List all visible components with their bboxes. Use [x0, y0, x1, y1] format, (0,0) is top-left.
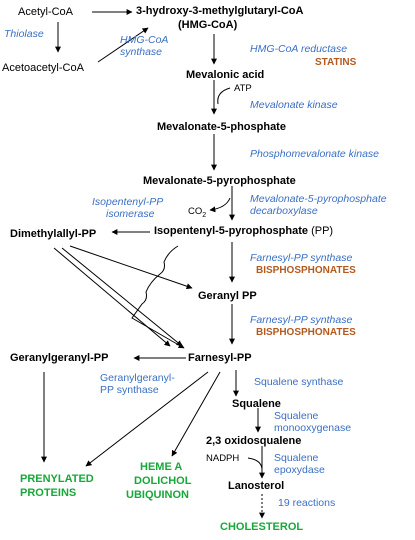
metabolite-oxidosqualene: 2,3 oxidosqualene	[206, 435, 302, 447]
isopentenyl-pp-label: Isopentenyl-5-pyrophosphate	[154, 225, 309, 237]
atp-curve	[217, 87, 231, 105]
enzyme-geranylgeranyl-pp-synthase-1: Geranylgeranyl-	[100, 372, 175, 384]
label-nineteen-reactions: 19 reactions	[278, 497, 336, 509]
enzyme-decarboxylase-1: Mevalonate-5-pyrophosphate	[250, 193, 387, 205]
product-ubiquinon: UBIQUINON	[126, 489, 189, 501]
arrow-dmapp-to-gpp	[69, 245, 193, 290]
arrow-dmapp-to-fpp-a	[61, 247, 183, 347]
nadph-curve	[247, 457, 263, 471]
enzyme-squalene-monooxygenase-1: Squalene	[274, 410, 319, 422]
enzyme-farnesyl-pp-synthase-1: Farnesyl-PP synthase	[250, 252, 353, 264]
product-dolichol: DOLICHOL	[134, 475, 192, 487]
co2-curve	[209, 197, 231, 213]
enzyme-decarboxylase-2: decarboxylase	[250, 205, 318, 217]
metabolite-dimethylallyl-pp: Dimethylallyl-PP	[10, 228, 97, 240]
drug-statins: STATINS	[315, 57, 357, 68]
metabolite-geranylgeranyl-pp: Geranylgeranyl-PP	[10, 352, 109, 364]
arrow-acetoacetyl-to-hmg	[97, 27, 149, 63]
drug-bisphosphonates-1: BISPHOSPHONATES	[256, 265, 356, 276]
product-cholesterol: CHOLESTEROL	[220, 521, 304, 533]
metabolite-hmg-coa-abbrev: (HMG-CoA)	[178, 19, 238, 31]
enzyme-squalene-synthase: Squalene synthase	[254, 376, 344, 388]
product-prenylated-1: PRENYLATED	[20, 473, 94, 485]
metabolite-mevalonate-5-pyrophosphate: Mevalonate-5-pyrophosphate	[143, 175, 296, 187]
metabolite-geranyl-pp: Geranyl PP	[198, 290, 257, 302]
enzyme-hmg-coa-synthase-1: HMG-CoA	[120, 34, 169, 46]
enzyme-geranylgeranyl-pp-synthase-2: PP synthase	[100, 384, 159, 396]
drug-bisphosphonates-2: BISPHOSPHONATES	[256, 327, 356, 338]
product-prenylated-2: PROTEINS	[20, 487, 77, 499]
enzyme-isomerase-2: isomerase	[106, 208, 155, 220]
arrow-fpp-to-heme	[171, 371, 221, 457]
metabolite-mevalonate-5-phosphate: Mevalonate-5-phosphate	[157, 121, 286, 133]
enzyme-farnesyl-pp-synthase-2: Farnesyl-PP synthase	[250, 314, 353, 326]
enzyme-hmg-coa-synthase-2: synthase	[120, 46, 163, 58]
co2-label: CO	[188, 206, 203, 217]
enzyme-isomerase-1: Isopentenyl-PP	[92, 196, 164, 208]
enzyme-mevalonate-kinase: Mevalonate kinase	[250, 99, 338, 111]
arrow-fpp-to-prenylated	[85, 371, 209, 467]
metabolite-hmg-coa: 3-hydroxy-3-methylglutaryl-CoA	[136, 5, 304, 17]
enzyme-squalene-monooxygenase-2: monooxygenase	[274, 422, 352, 434]
enzyme-phosphomevalonate-kinase: Phosphomevalonate kinase	[250, 148, 380, 160]
enzyme-squalene-epoxydase-1: Squalene	[274, 452, 319, 464]
metabolite-acetyl-coa: Acetyl-CoA	[18, 6, 74, 18]
cofactor-nadph: NADPH	[206, 453, 240, 464]
product-heme-a: HEME A	[140, 461, 183, 473]
metabolite-squalene: Squalene	[232, 398, 281, 410]
metabolite-isopentenyl-pp: Isopentenyl-5-pyrophosphate (PP)	[154, 225, 333, 237]
cofactor-atp: ATP	[234, 83, 252, 94]
metabolite-acetoacetyl-coa: Acetoacetyl-CoA	[2, 62, 84, 74]
arrow-dmapp-to-fpp-b	[53, 247, 171, 347]
enzyme-thiolase: Thiolase	[4, 28, 44, 40]
arrow-ipp-to-fpp-left	[131, 245, 185, 349]
enzyme-squalene-epoxydase-2: epoxydase	[274, 464, 325, 476]
metabolite-farnesyl-pp: Farnesyl-PP	[188, 352, 252, 364]
isopentenyl-pp-abbrev: (PP)	[311, 225, 334, 237]
metabolite-mevalonic-acid: Mevalonic acid	[186, 69, 265, 81]
cofactor-co2: CO2	[188, 206, 206, 219]
metabolite-lanosterol: Lanosterol	[228, 480, 285, 492]
enzyme-hmg-coa-reductase: HMG-CoA reductase	[250, 43, 348, 55]
co2-subscript: 2	[202, 212, 207, 219]
